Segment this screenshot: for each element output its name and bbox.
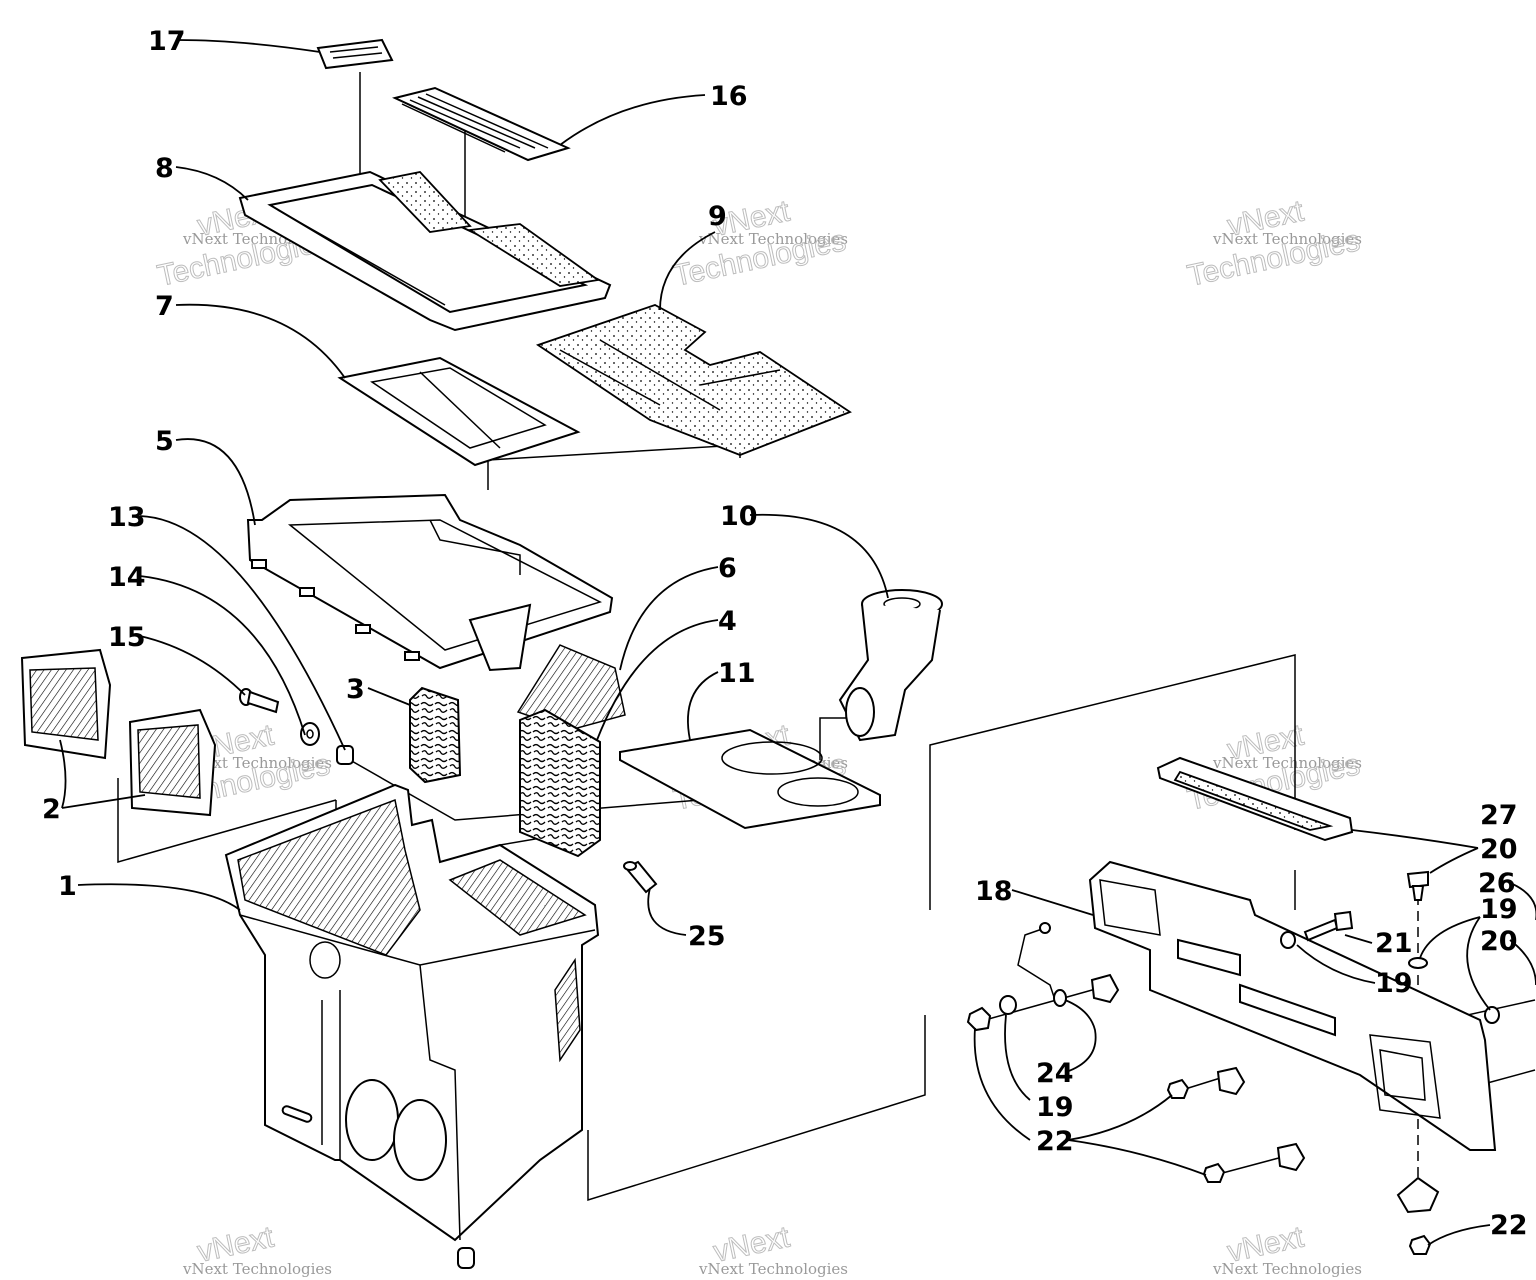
part-16-label	[392, 86, 571, 162]
callout-20: 20	[1480, 926, 1518, 957]
part-22-nuts	[966, 1006, 1432, 1255]
callout-24: 24	[1036, 1058, 1074, 1089]
part-13-grommet	[336, 745, 354, 765]
callout-25: 25	[688, 921, 726, 952]
part-8-lid-frame	[238, 170, 612, 332]
part-2-side-filter-left	[20, 648, 112, 760]
part-5-upper-airbox	[246, 493, 614, 672]
watermark-company: vNext Technologies	[1212, 230, 1362, 248]
part-9-foam-pad	[535, 304, 852, 456]
watermark-company: vNext Technologies	[1212, 1260, 1362, 1278]
callout-13: 13	[108, 502, 146, 533]
callout-21: 21	[1375, 928, 1413, 959]
callout-19: 19	[1375, 968, 1413, 999]
callout-9: 9	[708, 201, 727, 232]
callout-labels: 17 16 8 9 7 5 13 10 6 14 4 15 11 3 2 27 …	[42, 26, 1528, 1241]
callout-18: 18	[975, 876, 1013, 907]
callout-19: 19	[1036, 1092, 1074, 1123]
callout-7: 7	[155, 291, 174, 322]
watermark-top-right: vNext vNext Technologies Technologies	[1184, 194, 1363, 293]
callout-15: 15	[108, 622, 146, 653]
part-11-base-plate	[619, 728, 881, 830]
callout-27: 27	[1480, 800, 1518, 831]
callout-10: 10	[720, 501, 758, 532]
watermark-top-center: vNext vNext Technologies Technologies	[670, 194, 849, 293]
part-2-side-filter-right	[128, 708, 217, 817]
callout-20: 20	[1480, 834, 1518, 865]
watermark-bottom-center: vNext vNext Technologies	[698, 1220, 848, 1278]
part-14-washer	[300, 722, 320, 746]
callout-4: 4	[718, 606, 737, 637]
part-18-bracket-rod	[1017, 922, 1056, 1001]
part-grommet-mounts	[1090, 973, 1440, 1214]
callout-6: 6	[718, 553, 737, 584]
callout-5: 5	[155, 426, 174, 457]
callout-16: 16	[710, 81, 748, 112]
part-7-filter-tray	[337, 356, 581, 467]
callout-2: 2	[42, 794, 61, 825]
part-10-intake-duct	[838, 589, 943, 742]
part-20-bolt	[1406, 870, 1429, 901]
callout-14: 14	[108, 562, 146, 593]
part-25-fitting	[623, 860, 658, 894]
part-15-screw	[239, 688, 280, 714]
callout-3: 3	[346, 674, 365, 705]
callout-19: 19	[1480, 894, 1518, 925]
part-4-foam-large	[519, 708, 601, 858]
watermark-company: vNext Technologies	[698, 230, 848, 248]
callout-22: 22	[1036, 1126, 1074, 1157]
part-21-bolt	[1303, 910, 1354, 942]
part-27-gasket	[1156, 756, 1354, 842]
part-1-lower-airbox	[224, 783, 600, 1269]
callout-1: 1	[58, 871, 77, 902]
watermark-company: vNext Technologies	[1212, 754, 1362, 772]
watermark-company: vNext Technologies	[182, 754, 332, 772]
callout-17: 17	[148, 26, 186, 57]
watermark-bottom-left: vNext vNext Technologies	[182, 1220, 332, 1278]
watermark-company: vNext Technologies	[698, 1260, 848, 1278]
part-17-decal	[316, 38, 394, 70]
part-3-foam-small	[409, 686, 462, 784]
callout-26: 26	[1478, 868, 1516, 899]
callout-8: 8	[155, 153, 174, 184]
watermark-bottom-right: vNext vNext Technologies	[1212, 1220, 1362, 1278]
callout-11: 11	[718, 658, 756, 689]
callout-22: 22	[1490, 1210, 1528, 1241]
watermark-company: vNext Technologies	[182, 1260, 332, 1278]
part-18-silencer	[1088, 860, 1497, 1151]
part-19-washers	[999, 931, 1500, 1024]
